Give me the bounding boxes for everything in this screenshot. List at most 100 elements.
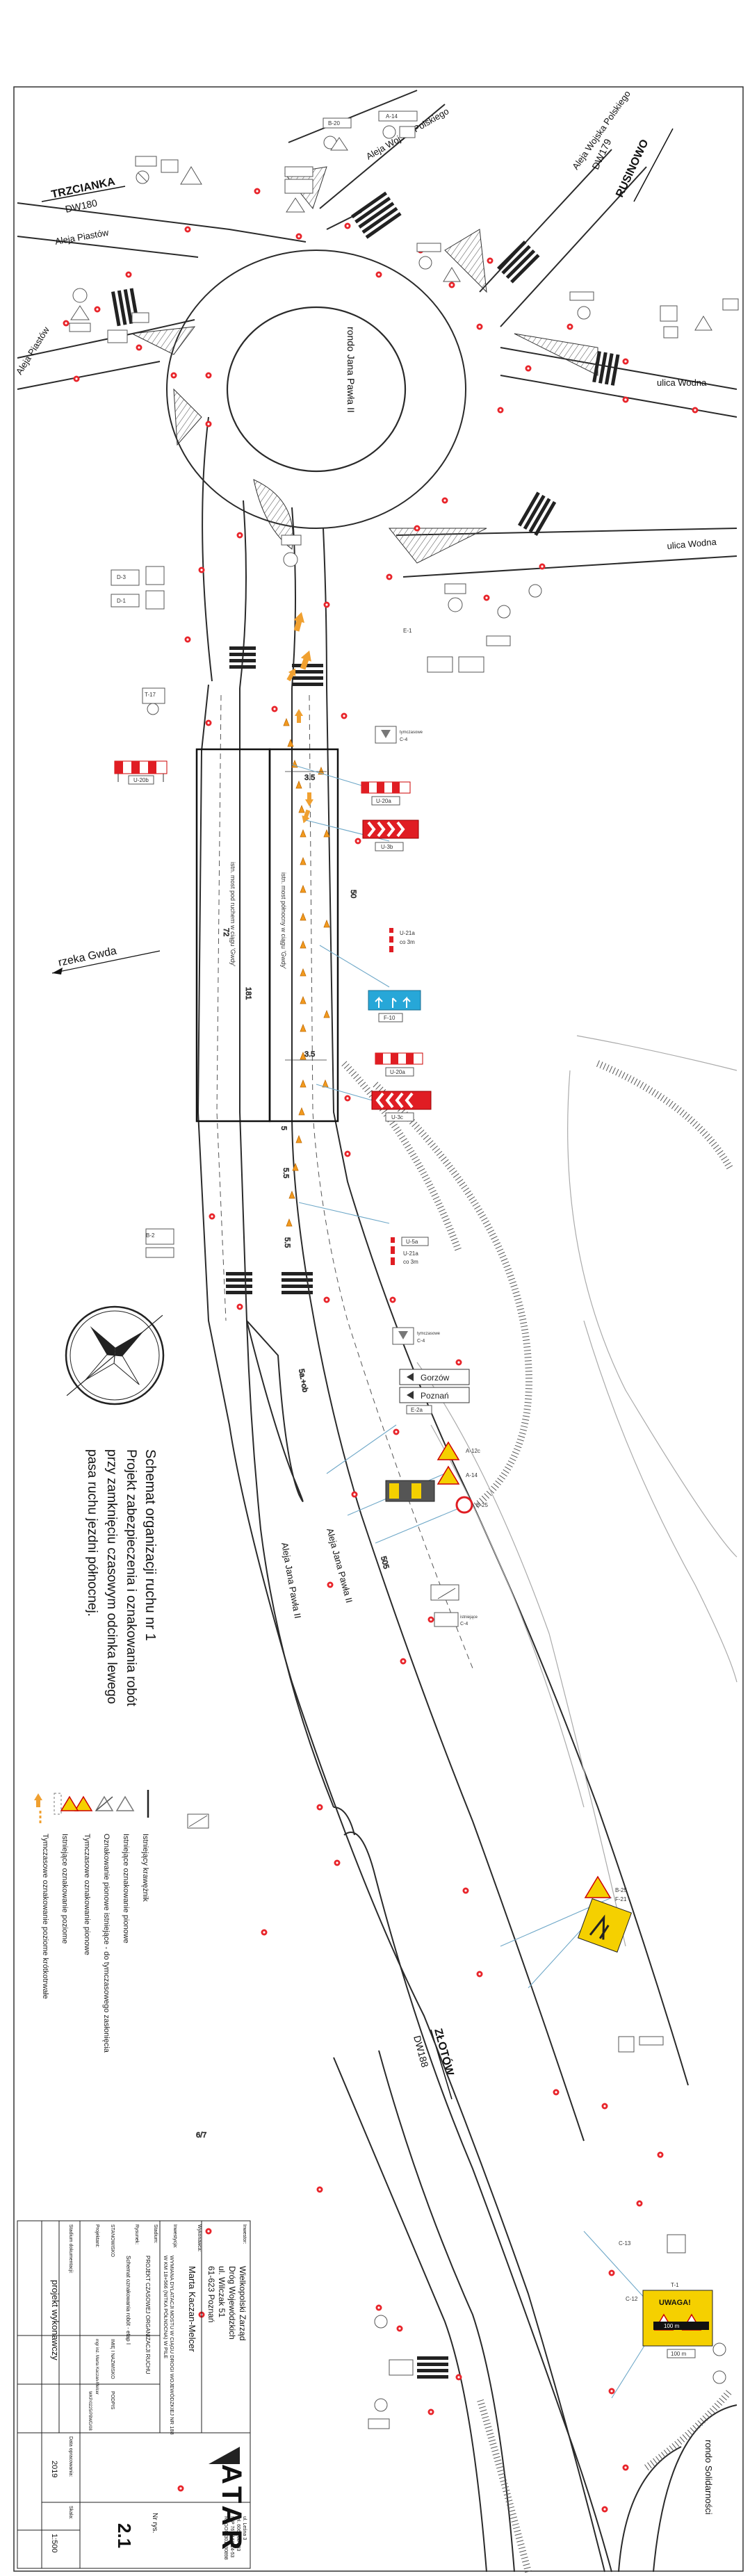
sign-poznan: Poznań — [421, 1391, 449, 1401]
sign-e2a-label: E-2a — [411, 1407, 423, 1413]
sign-b2-label: B-2 — [146, 1232, 155, 1239]
north-compass — [65, 1305, 165, 1405]
tb-imie: IMIĘ I NAZWISKO — [110, 2339, 115, 2379]
existing-sign-markers — [63, 188, 699, 2513]
existing-signs: B-20 A-14 — [69, 111, 739, 2429]
sign-c4-1: C-4 — [400, 737, 407, 742]
sign-u21a-2-label: U-21a — [403, 1250, 418, 1257]
sign-100m-1: 100 m — [664, 2323, 680, 2329]
tb-firma-addr-4: REGON 301030898 — [223, 2516, 228, 2560]
sign-c4-3: C-4 — [460, 1622, 468, 1627]
tb-inwestor-2: Dróg Wojewódzkich — [227, 2266, 237, 2340]
scheme-line-2: przy zamknięciu czasowym odcinka lewego — [104, 1449, 119, 1704]
tb-rysunek: Schemat oznakowania robót - etap I — [125, 2256, 131, 2345]
label-rondo-solidarnosci: rondo Solidarności — [703, 2440, 714, 2515]
label-zlotow: ZŁOTÓW — [432, 2027, 457, 2078]
tb-podpis: PODPIS — [110, 2391, 115, 2410]
sign-u3b: U-3b — [362, 820, 419, 851]
bridge: istn. most pod ruchem w ciągu 'Gwdy' ist… — [195, 748, 339, 1123]
tb-skala-label: Skala: — [68, 2506, 73, 2520]
scheme-title: Schemat organizacji ruchu nr 1 Projekt z… — [85, 1449, 158, 1706]
dimension-lines: 3.5 3.5 50 72 181 5 5.5 5.5 5a.+ob 505 6… — [196, 771, 391, 2139]
label-aleja-jana-pawla-1: Aleja Jana Pawła II — [325, 1527, 354, 1604]
label-ulica-wodna-2: ulica Wodna — [667, 537, 717, 551]
dim-d2: 3.5 — [304, 1050, 315, 1059]
sign-d3-label: D-3 — [117, 574, 126, 580]
sign-a12c-label: A-12c — [466, 1448, 480, 1454]
sign-cluster-right-2 — [569, 291, 739, 339]
sign-u3c-label: U-3c — [391, 1114, 403, 1120]
sign-u20b-label: U-20b — [133, 777, 149, 783]
sign-cluster-low-1 — [187, 1813, 664, 2053]
sign-f10-label: F-10 — [384, 1015, 396, 1021]
embankments — [341, 1060, 733, 2573]
sign-istniejace: istniejące — [460, 1615, 478, 1620]
label-rzeka-gwda: rzeka Gwda — [57, 945, 117, 969]
tb-rysunek-label: Rysunek: — [134, 2224, 139, 2244]
dim-d7: 5.5 — [282, 1168, 290, 1178]
dim-d4: 72 — [222, 928, 230, 936]
temporary-signs: U-20b U-20a U-3b U-21a co 3m F-10 — [114, 574, 713, 2358]
sign-u21a-1: U-21a co 3m — [389, 928, 415, 952]
sign-co3m-2-label: co 3m — [403, 1259, 418, 1265]
tb-stadium-dok: projekt wykonawczy — [50, 2280, 60, 2361]
tb-inwestor-1: Wielkopolski Zarząd — [238, 2266, 247, 2340]
label-trzcianka: TRZCIANKA — [50, 176, 116, 201]
tb-temat-label: Inwestycja: — [172, 2224, 177, 2249]
label-aleja-piastow-2: Aleja Piastów — [14, 325, 51, 377]
bridge-south-note: istn. most pod ruchem w ciągu 'Gwdy' — [229, 862, 236, 967]
scheme-line-1: Projekt zabezpieczenia i oznakowania rob… — [124, 1449, 138, 1706]
dim-d3: 50 — [349, 890, 357, 898]
legend-5: Istniejące oznakowanie poziome — [60, 1834, 69, 1943]
tb-wykonawca: Marta Kaczan-Melcer — [187, 2266, 197, 2352]
sign-u3c: U-3c — [371, 1091, 432, 1122]
sign-t1-label: T-1 — [671, 2282, 679, 2288]
tb-nr-rys-label: Nr rys. — [151, 2513, 158, 2533]
dim-d8: 5.5 — [283, 1237, 291, 1248]
tb-skala: 1:500 — [50, 2534, 58, 2553]
sign-a14-label: A-14 — [386, 113, 398, 120]
tb-firma-addr-3: NIP 767-166-14-53 — [229, 2516, 234, 2558]
sign-b25-2-label: B-25 — [615, 1887, 627, 1893]
main-road-corridor — [197, 684, 737, 2573]
sign-uwaga-label: UWAGA! — [659, 2299, 691, 2307]
tb-temat-2: W KM 18+566 (NITKA PÓŁNOCNA) W PILE — [163, 2256, 169, 2358]
tb-nr-rys: 2.1 — [114, 2523, 135, 2548]
tb-temat-1: WYMIANA DYLATACJI MOSTU W CIĄGU DROGI WO… — [169, 2256, 175, 2435]
legend-1: Istniejący krawężnik — [141, 1834, 149, 1902]
sign-e2a-direction: Gorzów Poznań E-2a — [399, 1369, 470, 1415]
tb-stadium: PROJEKT CZASOWEJ ORGANIZACJI RUCHU — [145, 2256, 151, 2374]
scheme-line-3: pasa ruchu jezdni północnej. — [85, 1449, 99, 1617]
tb-uprawnienia: WKP/0225/PBWD/08 — [88, 2391, 92, 2431]
label-ulica-wodna-1: ulica Wodna — [657, 377, 707, 388]
sign-d1-label: D-1 — [117, 598, 126, 604]
sign-a14-lower: B-25 F-21 — [577, 1875, 633, 1953]
sign-100m-2: 100 m — [671, 2351, 687, 2357]
tb-stadium-dok-label: Stadium dokumentacji: — [68, 2224, 73, 2274]
sign-tymczasowe-2: tymczasowe — [417, 1332, 441, 1336]
sign-t17-label: T-17 — [145, 692, 156, 698]
bridge-north-note: istn. most północny w ciągu 'Gwdy' — [280, 872, 287, 969]
tb-data: 2019 — [50, 2461, 58, 2477]
tb-stanowisko: STANOWISKO — [110, 2224, 115, 2257]
title-block — [17, 2220, 251, 2569]
legend-3: Oznakowanie pionowe istniejące - do tymc… — [102, 1834, 111, 2053]
sign-u3b-label: U-3b — [381, 844, 393, 850]
sign-cluster-mid-4 — [145, 1228, 174, 1258]
sign-u20a-2-label: U-20a — [390, 1069, 405, 1075]
tb-wykonawca-label: Wykonawca: — [197, 2224, 202, 2252]
scheme-title-text: Schemat organizacji ruchu nr 1 — [142, 1449, 158, 1641]
sign-cluster-top-3 — [135, 156, 202, 185]
dim-d5: 181 — [244, 987, 252, 1000]
sign-b25-label: B-25 — [476, 1502, 488, 1508]
sign-cluster-mid-5 — [430, 1584, 459, 1601]
dim-d6: 5 — [279, 1126, 288, 1130]
sign-u20a-label: U-20a — [376, 798, 391, 804]
tb-stadium-label: Stadium: — [153, 2224, 158, 2244]
dim-d9: 5a.+ob — [297, 1368, 309, 1393]
sign-u20a-2: U-20a — [375, 1052, 423, 1077]
sign-co3m-1-label: co 3m — [400, 939, 415, 945]
sign-lower-codes: C-12 C-13 B-2 D-3 D-1 T-17 E-1 — [117, 574, 638, 2302]
title-block-text: Inwestor: Wielkopolski Zarząd Dróg Wojew… — [50, 2224, 247, 2560]
